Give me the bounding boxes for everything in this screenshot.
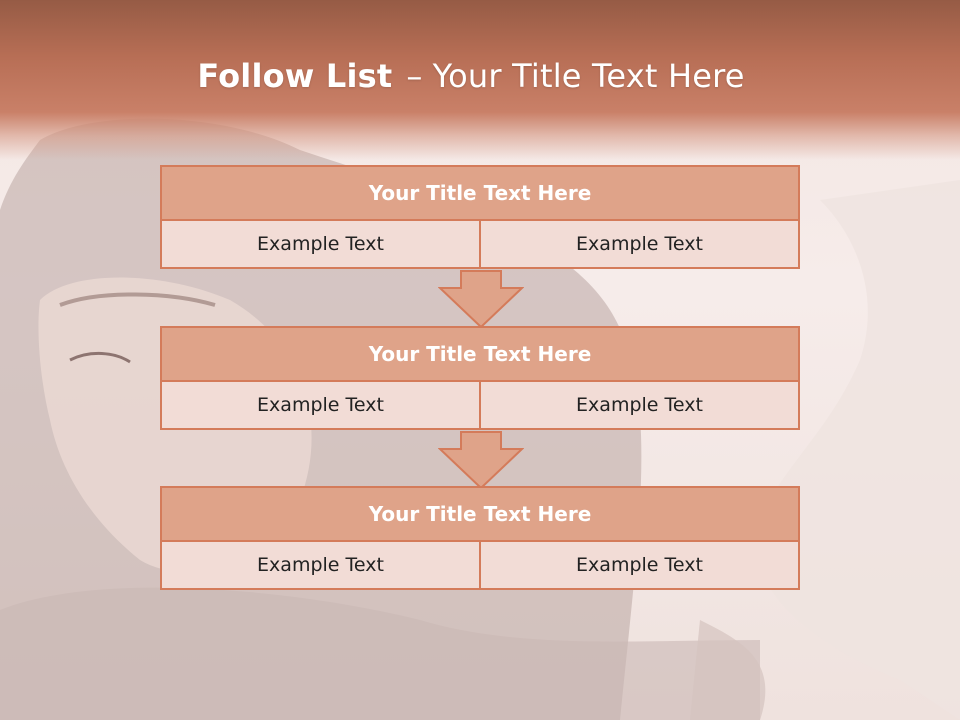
step-title: Your Title Text Here <box>160 326 800 382</box>
step-title: Your Title Text Here <box>160 486 800 542</box>
title-bold: Follow List <box>197 57 393 95</box>
step-block-2: Your Title Text Here Example Text Exampl… <box>160 326 800 430</box>
slide-title: Follow List–Your Title Text Here <box>0 56 951 96</box>
down-arrow-icon <box>438 270 524 328</box>
step-right-cell: Example Text <box>479 219 800 269</box>
header-band <box>0 0 960 160</box>
step-left-cell: Example Text <box>160 380 481 430</box>
step-block-1: Your Title Text Here Example Text Exampl… <box>160 165 800 269</box>
step-title: Your Title Text Here <box>160 165 800 221</box>
step-row: Example Text Example Text <box>160 380 800 430</box>
step-right-cell: Example Text <box>479 380 800 430</box>
title-rest: Your Title Text Here <box>432 57 745 95</box>
down-arrow-icon <box>438 431 524 489</box>
step-row: Example Text Example Text <box>160 219 800 269</box>
step-left-cell: Example Text <box>160 540 481 590</box>
step-block-3: Your Title Text Here Example Text Exampl… <box>160 486 800 590</box>
step-right-cell: Example Text <box>479 540 800 590</box>
title-dash: – <box>406 57 423 95</box>
step-left-cell: Example Text <box>160 219 481 269</box>
step-row: Example Text Example Text <box>160 540 800 590</box>
